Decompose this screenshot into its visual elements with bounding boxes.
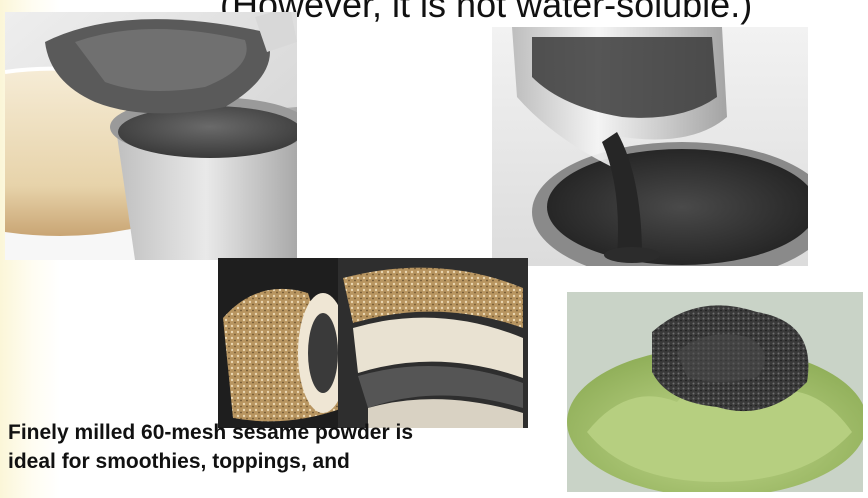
photo-sesame-paste-pour [492,27,808,266]
photo-sesame-powder-cup [5,12,297,260]
caption-line-2: ideal for smoothies, toppings, and [8,450,350,474]
photo-sesame-ice-cream [567,292,863,492]
top-text-line: (However, it is not water-soluble.) [220,0,753,25]
caption-line-1: Finely milled 60-mesh sesame powder is [8,421,413,444]
caption: Finely milled 60-mesh sesame powder is i… [8,418,548,477]
photo-sesame-swiss-rolls [218,258,528,428]
